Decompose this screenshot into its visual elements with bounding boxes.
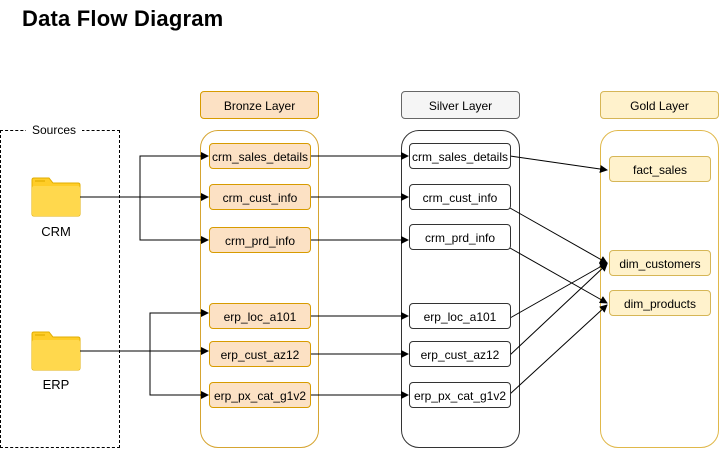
edge-silver-erp-cust-az12-to-dim-customers (509, 263, 608, 356)
edge-erp-to-bronze-erp-px-cat-g1v2 (149, 351, 209, 399)
bronze-layer-header: Bronze Layer (200, 91, 319, 119)
silver-layer-header: Silver Layer (401, 91, 520, 119)
gold-table-dim-customers[interactable]: dim_customers (609, 250, 711, 276)
silver-table-erp-cust-az12[interactable]: erp_cust_az12 (409, 341, 511, 367)
silver-table-erp-loc-a101[interactable]: erp_loc_a101 (409, 303, 511, 329)
sources-label: Sources (26, 123, 83, 137)
edge-silver-crm-cust-info-to-dim-customers (509, 207, 608, 264)
source-label-erp: ERP (42, 377, 70, 392)
edge-silver-erp-px-cat-g1v2-to-dim-products (509, 304, 608, 395)
folder-icon (31, 177, 81, 217)
bronze-table-erp-px-cat-g1v2[interactable]: erp_px_cat_g1v2 (209, 382, 311, 408)
bronze-table-crm-sales-details[interactable]: crm_sales_details (209, 143, 311, 169)
gold-layer-header: Gold Layer (600, 91, 719, 119)
gold-table-dim-products[interactable]: dim_products (609, 290, 711, 316)
bronze-table-crm-cust-info[interactable]: crm_cust_info (209, 184, 311, 210)
edge-crm-to-bronze-crm-sales-details (80, 152, 209, 198)
silver-layer-container (401, 130, 520, 448)
silver-table-crm-prd-info[interactable]: crm_prd_info (409, 224, 511, 250)
bronze-layer-container (200, 130, 319, 448)
silver-table-crm-cust-info[interactable]: crm_cust_info (409, 184, 511, 210)
gold-layer-container (600, 130, 719, 448)
bronze-table-erp-cust-az12[interactable]: erp_cust_az12 (209, 341, 311, 367)
bronze-table-crm-prd-info[interactable]: crm_prd_info (209, 227, 311, 253)
edge-silver-crm-prd-info-to-dim-products (509, 247, 608, 304)
edge-crm-to-bronze-crm-prd-info (139, 197, 209, 244)
source-label-crm: CRM (41, 224, 71, 239)
folder-icon (31, 331, 81, 371)
edge-silver-erp-loc-a101-to-dim-customers (509, 262, 608, 319)
gold-table-fact-sales[interactable]: fact_sales (609, 156, 711, 182)
diagram-title: Data Flow Diagram (22, 6, 224, 31)
silver-table-crm-sales-details[interactable]: crm_sales_details (409, 143, 511, 169)
edge-silver-crm-sales-details-to-fact-sales (509, 155, 608, 173)
silver-table-erp-px-cat-g1v2[interactable]: erp_px_cat_g1v2 (409, 382, 511, 408)
edge-erp-to-bronze-erp-loc-a101 (80, 309, 209, 352)
bronze-table-erp-loc-a101[interactable]: erp_loc_a101 (209, 303, 311, 329)
